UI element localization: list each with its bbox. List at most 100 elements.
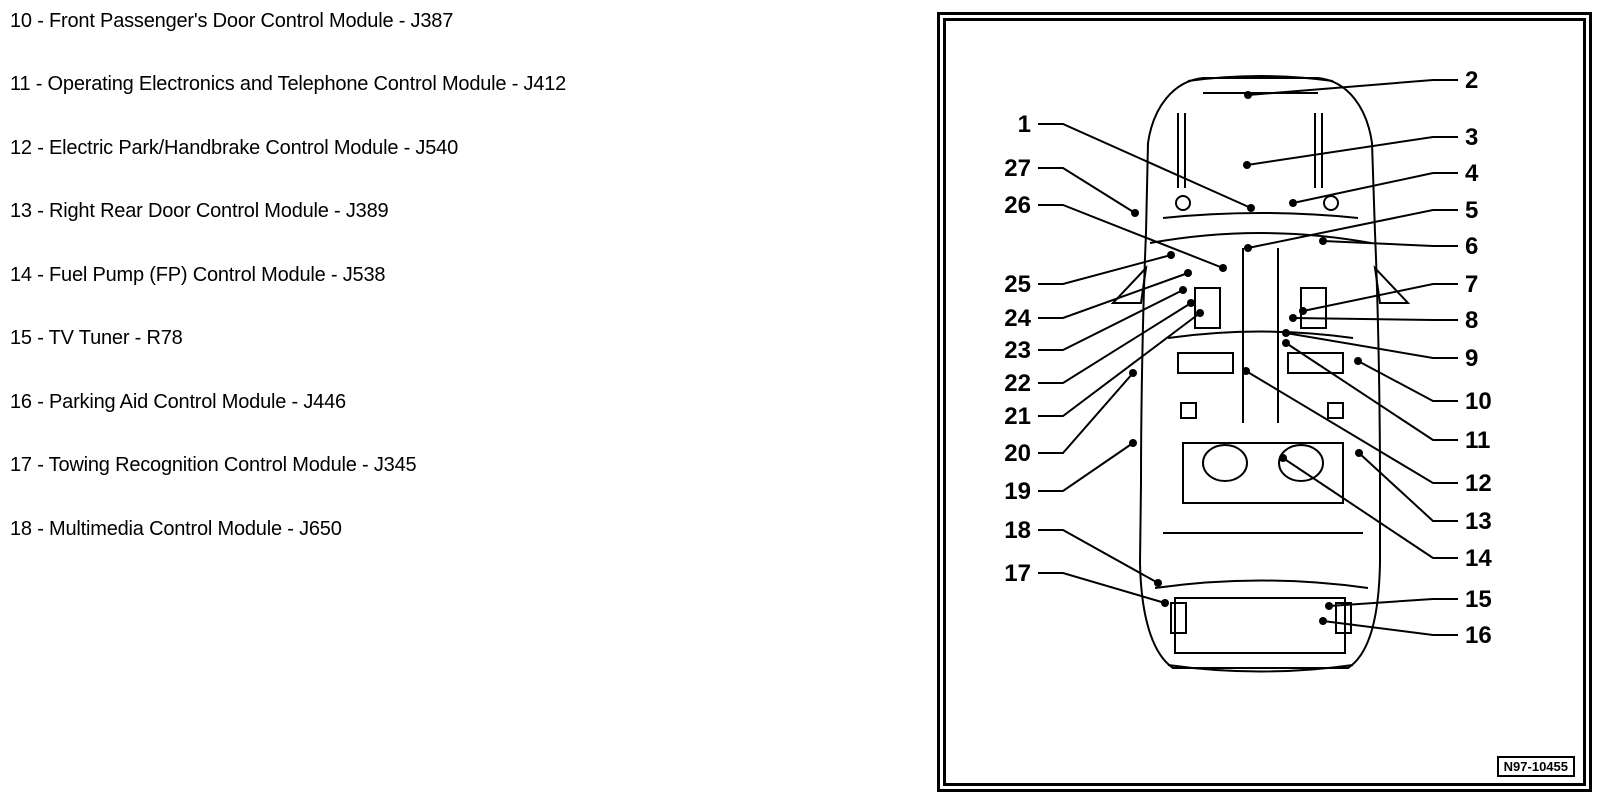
leader-line bbox=[1285, 332, 1458, 359]
leader-line bbox=[1038, 442, 1134, 492]
callout-point bbox=[1319, 237, 1327, 245]
left-seat-mount bbox=[1177, 352, 1234, 374]
left-rear-well bbox=[1202, 444, 1248, 482]
callout-point bbox=[1187, 299, 1195, 307]
callout-point bbox=[1247, 204, 1255, 212]
left-trunk-box bbox=[1170, 602, 1187, 634]
right-rear-well bbox=[1278, 444, 1324, 482]
legend-item: 18 - Multimedia Control Module - J650 bbox=[10, 518, 342, 540]
center-tunnel bbox=[1242, 248, 1279, 423]
leader-line bbox=[1038, 272, 1189, 319]
callout-number: 26 bbox=[1004, 192, 1031, 219]
trunk-opening bbox=[1154, 579, 1369, 589]
left-seat-rail bbox=[1180, 402, 1197, 419]
right-seat-rail bbox=[1327, 402, 1344, 419]
leader-line bbox=[1292, 317, 1458, 321]
callout-point bbox=[1354, 357, 1362, 365]
callout-number: 6 bbox=[1465, 233, 1478, 260]
callout-number: 20 bbox=[1004, 440, 1031, 467]
callout-point bbox=[1131, 209, 1139, 217]
leader-line bbox=[1038, 204, 1224, 269]
callout-number: 21 bbox=[1004, 403, 1031, 430]
leader-line bbox=[1302, 283, 1458, 312]
leader-line bbox=[1038, 572, 1166, 604]
callout-number: 12 bbox=[1465, 470, 1492, 497]
legend-item: 12 - Electric Park/Handbrake Control Mod… bbox=[10, 137, 458, 159]
callout-point bbox=[1355, 449, 1363, 457]
trunk-floor bbox=[1174, 597, 1346, 654]
callout-number: 14 bbox=[1465, 545, 1492, 572]
engine-bay-rear bbox=[1162, 212, 1359, 219]
left-vent bbox=[1194, 287, 1221, 329]
leader-line bbox=[1328, 598, 1458, 607]
callout-number: 13 bbox=[1465, 508, 1492, 535]
bulkhead bbox=[1149, 232, 1372, 244]
legend-item: 16 - Parking Aid Control Module - J446 bbox=[10, 391, 346, 413]
leader-line bbox=[1245, 370, 1458, 484]
leader-line bbox=[1358, 452, 1458, 522]
callout-point bbox=[1242, 367, 1250, 375]
callout-point bbox=[1244, 91, 1252, 99]
callout-number: 5 bbox=[1465, 197, 1478, 224]
callout-number: 19 bbox=[1004, 478, 1031, 505]
leader-line bbox=[1038, 372, 1134, 454]
legend-item: 14 - Fuel Pump (FP) Control Module - J53… bbox=[10, 264, 386, 286]
callout-number: 18 bbox=[1004, 517, 1031, 544]
callout-number: 2 bbox=[1465, 67, 1478, 94]
callout-point bbox=[1129, 369, 1137, 377]
leader-line bbox=[1038, 529, 1159, 584]
right-mirror bbox=[1373, 265, 1411, 304]
leader-line bbox=[1282, 457, 1458, 559]
callout-point bbox=[1129, 439, 1137, 447]
leader-line bbox=[1322, 620, 1458, 636]
legend-item: 11 - Operating Electronics and Telephone… bbox=[10, 73, 567, 95]
callout-point bbox=[1244, 244, 1252, 252]
callout-number: 15 bbox=[1465, 586, 1492, 613]
rear-bumper bbox=[1167, 664, 1354, 673]
leader-line bbox=[1038, 123, 1252, 209]
front-bumper bbox=[1187, 75, 1334, 82]
front-seat-crossmember bbox=[1167, 330, 1354, 339]
leader-line bbox=[1357, 360, 1458, 402]
callout-point bbox=[1167, 251, 1175, 259]
callout-point bbox=[1325, 602, 1333, 610]
reference-code: N97-10455 bbox=[1496, 756, 1575, 777]
leader-line bbox=[1292, 172, 1458, 204]
callout-point bbox=[1319, 617, 1327, 625]
right-strut bbox=[1314, 113, 1323, 188]
callout-number: 23 bbox=[1004, 337, 1031, 364]
callout-point bbox=[1219, 264, 1227, 272]
callout-number: 24 bbox=[1004, 305, 1031, 332]
callout-number: 9 bbox=[1465, 345, 1478, 372]
leader-line bbox=[1247, 79, 1458, 96]
leader-line bbox=[1038, 312, 1201, 417]
leader-line bbox=[1038, 289, 1184, 351]
legend-item: 15 - TV Tuner - R78 bbox=[10, 327, 183, 349]
callout-point bbox=[1282, 329, 1290, 337]
callout-point bbox=[1179, 286, 1187, 294]
callout-number: 27 bbox=[1004, 155, 1031, 182]
callout-point bbox=[1196, 309, 1204, 317]
callout-point bbox=[1289, 199, 1297, 207]
leader-line bbox=[1246, 136, 1458, 166]
callout-number: 1 bbox=[1018, 111, 1031, 138]
callout-number: 11 bbox=[1465, 427, 1490, 454]
diagram-inner-border bbox=[943, 18, 1586, 786]
leader-line bbox=[1038, 302, 1192, 384]
callout-number: 7 bbox=[1465, 271, 1478, 298]
car-outline bbox=[1138, 77, 1381, 669]
callout-point bbox=[1289, 314, 1297, 322]
legend-item: 13 - Right Rear Door Control Module - J3… bbox=[10, 200, 389, 222]
callout-point bbox=[1154, 579, 1162, 587]
leader-line bbox=[1038, 254, 1172, 285]
left-strut-tower bbox=[1175, 195, 1191, 211]
right-trunk-box bbox=[1335, 602, 1352, 634]
callout-point bbox=[1299, 307, 1307, 315]
legend-item: 10 - Front Passenger's Door Control Modu… bbox=[10, 10, 454, 32]
right-strut-tower bbox=[1323, 195, 1339, 211]
callout-number: 10 bbox=[1465, 388, 1492, 415]
callout-point bbox=[1282, 339, 1290, 347]
callout-number: 17 bbox=[1004, 560, 1031, 587]
